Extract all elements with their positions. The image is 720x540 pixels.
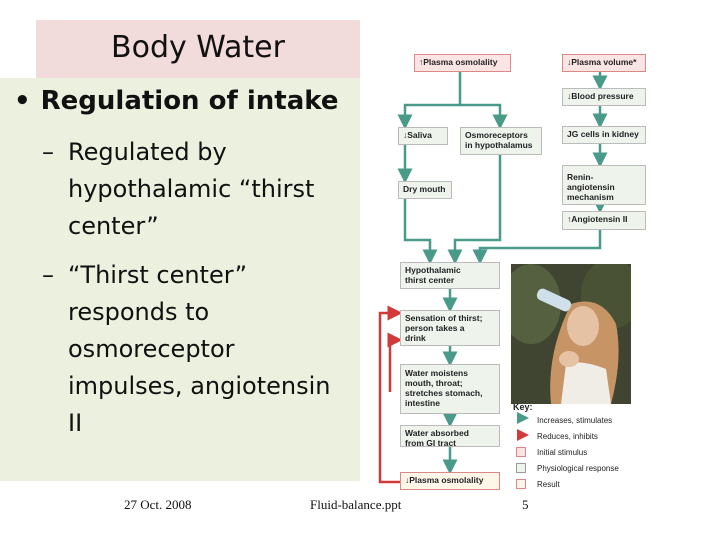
key-physiological-response-label: Physiological response [537,463,619,473]
box-angiotensin-ii: ↑Angiotensin II [562,211,646,230]
sub-bullet-2-dash: – [42,261,54,289]
key-physiological-response-swatch [516,463,526,473]
key-result-label: Result [537,479,560,489]
diagram-key: Key: Increases, stimulates Reduces, inhi… [513,402,643,492]
box-blood-pressure-decrease: ↓Blood pressure [562,88,646,106]
content-background [0,78,360,481]
key-result-swatch [516,479,526,489]
sub-bullet-1: – Regulated by hypothalamic “thirst cent… [42,134,358,245]
sub-bullet-2: – “Thirst center” responds to osmorecept… [42,257,358,442]
box-hypothalamic-thirst-center: Hypothalamic thirst center [400,262,500,289]
sub-bullet-1-text: Regulated by hypothalamic “thirst center… [68,138,315,240]
photo-woman-drinking-water [511,264,631,404]
box-sensation-of-thirst: Sensation of thirst; person takes a drin… [400,310,500,346]
box-dry-mouth: Dry mouth [398,181,452,199]
title-background [36,20,360,78]
key-increases-label: Increases, stimulates [537,415,613,425]
key-initial-stimulus-swatch [516,447,526,457]
box-plasma-volume-decrease: ↓Plasma volume* [562,54,646,72]
box-plasma-osmolality-decrease: ↓Plasma osmolality [400,472,500,490]
main-bullet-text: Regulation of intake [40,86,339,116]
box-osmoreceptors: Osmoreceptors in hypothalamus [460,127,542,155]
sub-bullet-2-text: “Thirst center” responds to osmoreceptor… [68,261,331,437]
box-water-moistens: Water moistens mouth, throat; stretches … [400,364,500,414]
slide-title: Body Water [111,30,285,65]
key-title: Key: [513,402,533,412]
footer-filename: Fluid-balance.ppt [310,497,402,512]
key-reduces-label: Reduces, inhibits [537,431,598,441]
box-jg-cells: JG cells in kidney [562,126,646,144]
key-initial-stimulus-label: Initial stimulus [537,447,588,457]
box-water-absorbed: Water absorbed from GI tract [400,425,500,448]
sub-bullet-1-dash: – [42,138,54,166]
box-renin-angiotensin: Renin-angiotensin mechanism [562,165,646,205]
main-bullet: •Regulation of intake [14,86,339,116]
box-saliva-decrease: ↓Saliva [398,127,448,145]
footer-date: 27 Oct. 2008 [124,497,192,512]
box-plasma-osmolality-increase: ↑Plasma osmolality [414,54,511,72]
footer-page-number: 5 [522,497,529,512]
